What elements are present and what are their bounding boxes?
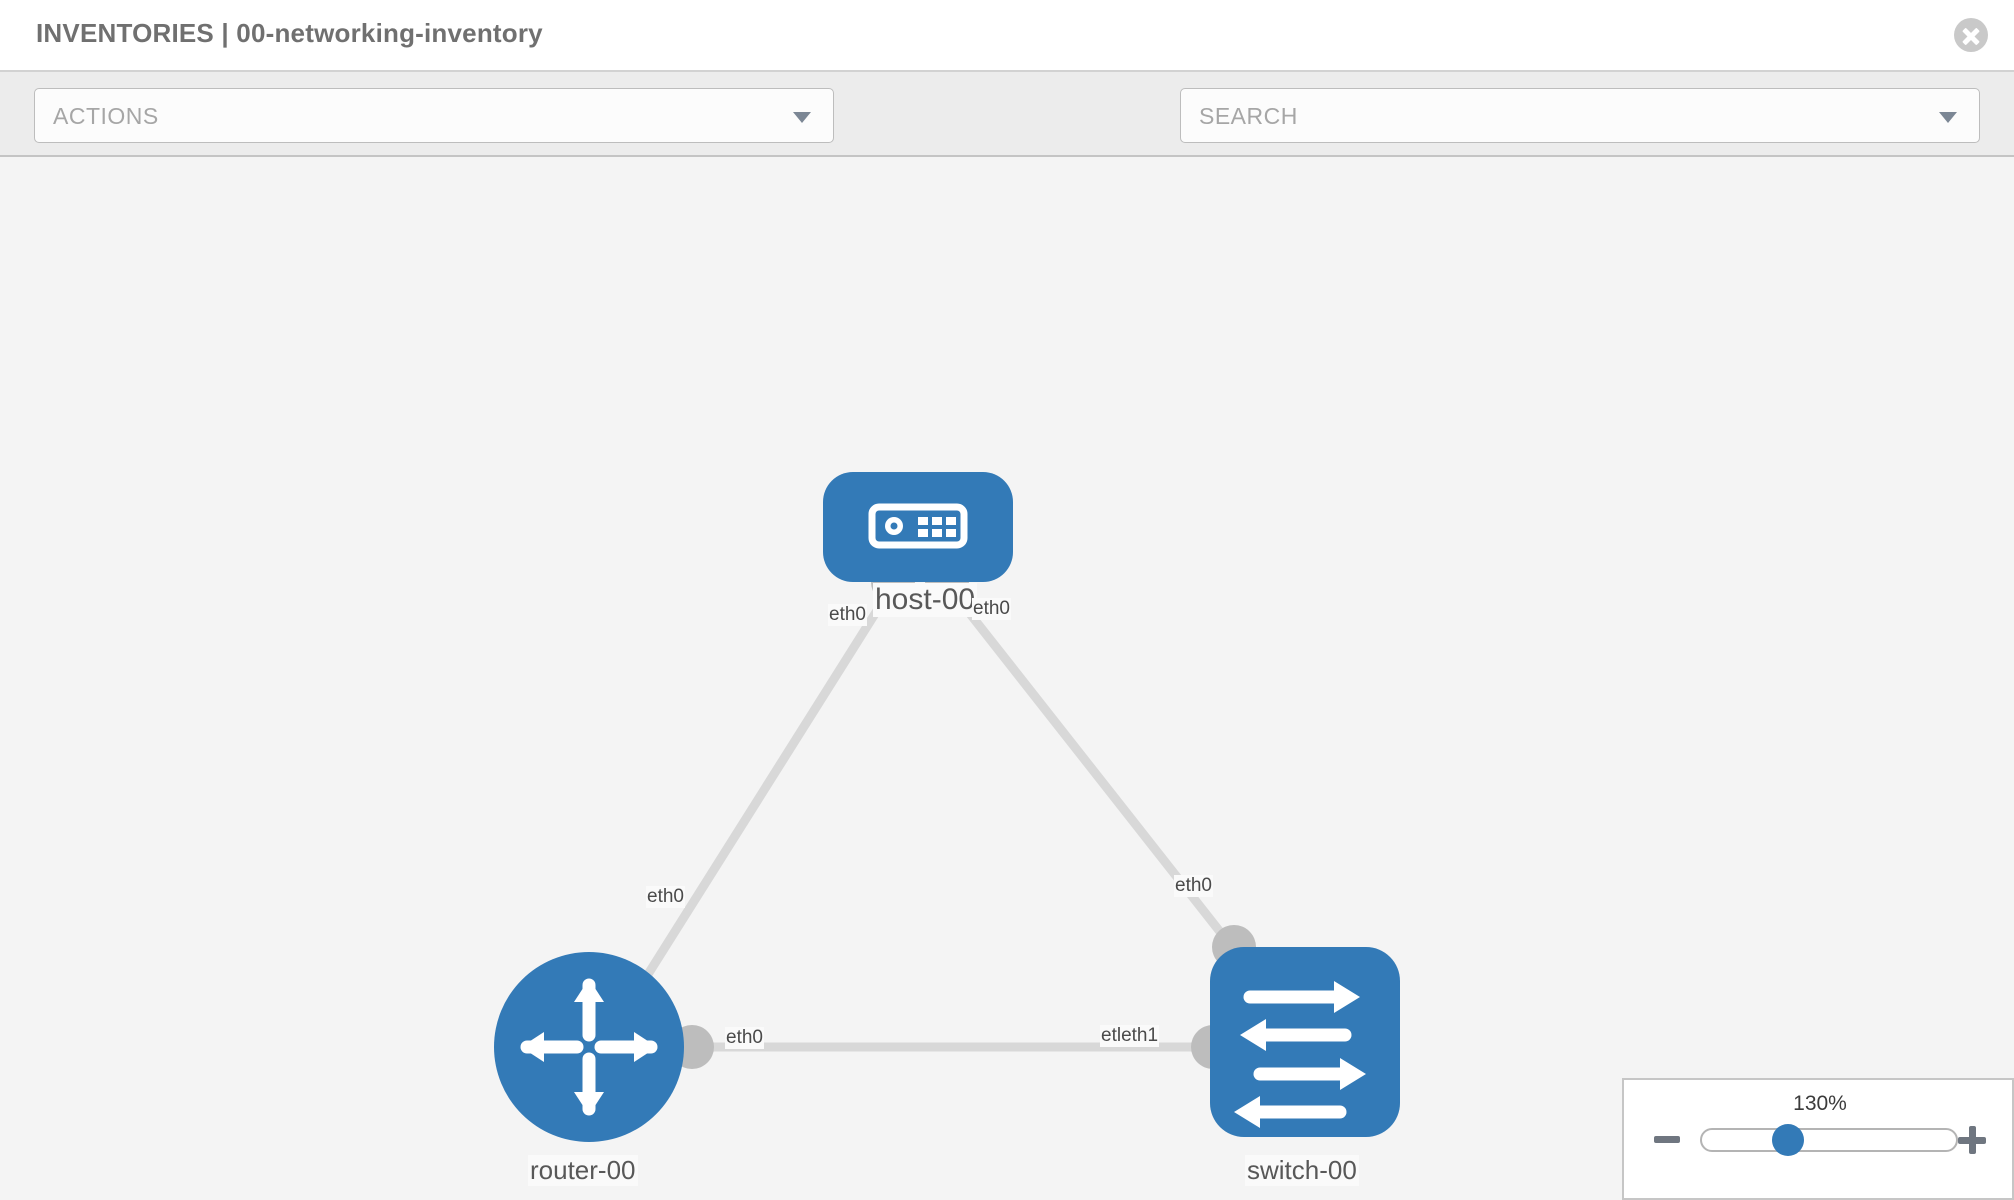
node-label-switch-00: switch-00: [1245, 1155, 1359, 1186]
node-label-host-00: host-00: [873, 583, 978, 617]
edge-host00-router00[interactable]: [636, 579, 899, 990]
zoom-slider-thumb[interactable]: [1772, 1124, 1804, 1156]
zoom-slider-track[interactable]: [1700, 1128, 1958, 1152]
topology-ports: [670, 560, 1256, 1069]
node-switch-00[interactable]: [1210, 947, 1400, 1137]
actions-dropdown[interactable]: ACTIONS: [34, 88, 834, 143]
plus-icon[interactable]: [1958, 1126, 1986, 1154]
toolbar: ACTIONS SEARCH: [0, 70, 2014, 206]
actions-dropdown-label: ACTIONS: [53, 103, 159, 129]
iface-label-router00-eth0: eth0: [725, 1027, 764, 1049]
node-router-00[interactable]: [494, 952, 684, 1142]
chevron-down-icon: [1939, 112, 1957, 123]
topology-edges: [636, 579, 1236, 1052]
page-title: INVENTORIES | 00-networking-inventory: [36, 18, 543, 48]
node-host-00[interactable]: [823, 472, 1013, 582]
plus-icon-horizontal: [1958, 1136, 1986, 1144]
node-label-router-00: router-00: [528, 1155, 638, 1186]
iface-label-switch00-eth1: etleth1: [1100, 1025, 1160, 1047]
topology-graph: [494, 472, 1400, 1142]
iface-label-host00-eth0-right: eth0: [972, 598, 1011, 620]
zoom-level-value: 130%: [1793, 1092, 1847, 1115]
zoom-control-panel: 130%: [1622, 1078, 2014, 1200]
search-input-value: SEARCH: [1199, 103, 1298, 129]
iface-label-switch00-eth0-uplink: eth0: [1174, 875, 1213, 897]
search-input[interactable]: SEARCH: [1180, 88, 1980, 143]
close-icon[interactable]: [1954, 18, 1988, 52]
topology-canvas[interactable]: host-00 router-00 switch-00 eth0 eth0 et…: [0, 157, 2014, 1200]
chevron-down-icon: [793, 112, 811, 123]
iface-label-router00-eth0-uplink: eth0: [646, 886, 685, 908]
page-header: INVENTORIES | 00-networking-inventory: [0, 0, 2014, 70]
iface-label-host00-eth0-left: eth0: [828, 604, 867, 626]
minus-icon[interactable]: [1654, 1136, 1680, 1143]
